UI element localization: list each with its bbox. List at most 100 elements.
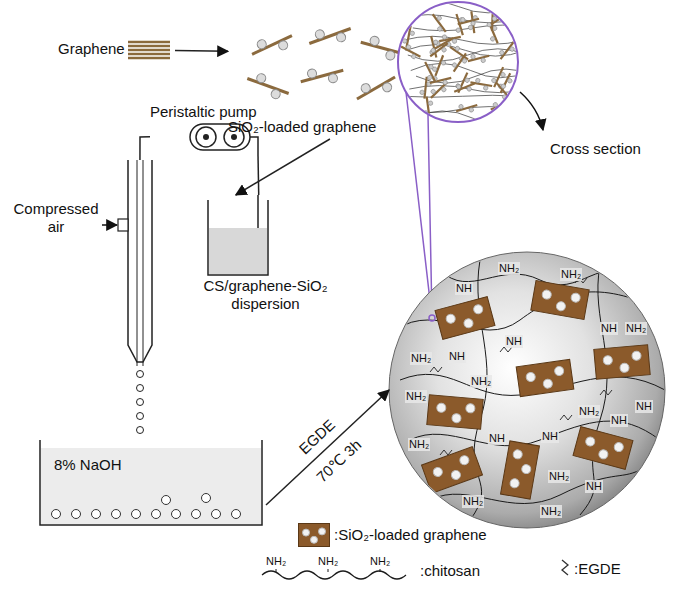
- cross-section-texture: [433, 40, 438, 45]
- cross-section-texture: [425, 62, 435, 82]
- cross-section-texture: [420, 90, 425, 95]
- egde-sample: [562, 560, 568, 575]
- cross-section-texture: [500, 72, 506, 78]
- cross-section-texture: [467, 51, 491, 66]
- amine-label: NH: [600, 322, 618, 335]
- swatch-fill: [299, 524, 330, 547]
- cross-section-texture: [427, 75, 433, 81]
- naoh-bath: [52, 510, 61, 519]
- egde-crosslink: [560, 415, 572, 420]
- cross-section-texture: [449, 51, 470, 75]
- naoh-bath: [232, 510, 241, 519]
- node-label: Compressed air: [12, 200, 100, 236]
- air-arrow: [102, 224, 117, 226]
- cross-section-texture: [470, 54, 475, 59]
- cross-section-texture: [438, 32, 462, 47]
- sio2-graphene-cluster: [298, 61, 345, 91]
- cross-section-texture: [428, 11, 449, 35]
- amine-label: NH₂: [408, 438, 430, 451]
- cross-section-texture: [402, 111, 419, 125]
- cross-section-texture: [399, 101, 405, 107]
- amine-label: NH₂: [498, 262, 520, 275]
- cross-section-texture: [430, 43, 448, 56]
- amine-label: NH: [488, 432, 506, 445]
- peristaltic-pump: [196, 127, 216, 147]
- cross-section-arrow: [520, 92, 543, 130]
- cross-section-texture: [406, 44, 412, 50]
- cross-section: [398, 2, 518, 122]
- legend-label: :chitosan: [420, 562, 480, 580]
- naoh-bath: [152, 510, 161, 519]
- cross-section-texture: [441, 60, 447, 66]
- droplets: [137, 413, 144, 420]
- callout-label: Cross section: [550, 140, 641, 158]
- connector: [175, 50, 228, 52]
- cross-section-texture: [452, 39, 457, 44]
- naoh-bath: [132, 510, 141, 519]
- cross-section-texture: [456, 14, 480, 29]
- bead-sphere: [429, 315, 435, 321]
- cross-section: [398, 2, 518, 122]
- chitosan-chain: [395, 260, 665, 520]
- figure-node: SiO₂-loaded graphene: [228, 18, 412, 139]
- cross-section-texture: [430, 88, 436, 94]
- amine-label: NH₂: [625, 322, 647, 335]
- cross-section-texture: [411, 54, 417, 60]
- cross-section: [391, 0, 536, 129]
- cross-section-texture: [503, 104, 509, 110]
- cross-section-texture: [424, 77, 426, 99]
- graphene-stack: [128, 49, 170, 52]
- amine-label: NH: [635, 400, 653, 413]
- naoh-bath: [72, 510, 81, 519]
- sio2-graphene-cluster: [352, 69, 400, 107]
- figure-node: 8% NaOH: [38, 436, 266, 528]
- amine-label: NH₂: [548, 470, 570, 483]
- node-label: Graphene: [58, 40, 125, 58]
- cross-section-texture: [431, 83, 447, 98]
- cross-section-texture: [460, 17, 465, 22]
- sio2-graphene-sheet: [573, 427, 633, 470]
- graphene-stack: [128, 53, 170, 56]
- edge-label: EGDE: [296, 415, 339, 457]
- cross-section-texture: [452, 79, 476, 97]
- connector: [257, 155, 259, 195]
- naoh-bath: [52, 494, 241, 519]
- sio2-graphene-sheet: [531, 281, 589, 320]
- cross-section-texture: [433, 14, 446, 32]
- beaker: [208, 200, 268, 275]
- cross-section-texture: [451, 62, 457, 68]
- cross-section-texture: [430, 47, 436, 53]
- amine-label: NH: [610, 414, 628, 427]
- droplets: [137, 399, 144, 406]
- figure-node: Compressed air: [10, 160, 158, 365]
- sio2-graphene-sheet: [427, 395, 483, 430]
- amine-label: NH: [585, 480, 603, 493]
- naoh-bath: [40, 440, 262, 525]
- cross-section-texture: [441, 86, 447, 92]
- connector: [236, 139, 330, 195]
- cross-section-texture: [441, 47, 447, 53]
- cross-section-texture: [469, 107, 474, 112]
- cross-section-texture: [456, 84, 462, 90]
- cross-section-texture: [391, 0, 536, 129]
- cross-section-texture: [456, 27, 461, 32]
- amine-label: NH₂: [410, 352, 432, 365]
- amine-label: NH: [541, 430, 559, 443]
- amine-label: NH₂: [266, 555, 286, 568]
- naoh-bath: [40, 440, 262, 525]
- cross-section-texture: [442, 80, 447, 85]
- cross-section-texture: [435, 55, 443, 76]
- amine-label: NH: [505, 335, 523, 348]
- bead-sphere: [395, 260, 665, 520]
- node-label: Peristaltic pump: [150, 103, 257, 121]
- cross-section-texture: [464, 77, 470, 83]
- figure-node: Graphene: [55, 33, 175, 65]
- nozzle: [118, 160, 152, 366]
- cross-section-texture: [399, 107, 423, 129]
- amine-label: NH₂: [540, 505, 562, 518]
- egde-crosslink: [600, 390, 612, 395]
